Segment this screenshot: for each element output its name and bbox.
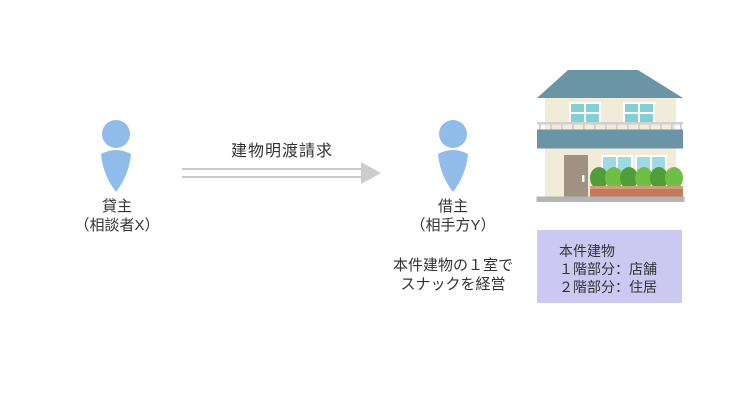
house-icon: [536, 70, 685, 202]
building-info-line3: ２階部分：住居: [559, 279, 657, 295]
tenant-note-line2: スナックを経営: [400, 276, 506, 293]
claim-arrow-head-icon: [361, 162, 381, 184]
house-door: [564, 155, 588, 197]
tenant-person-icon: [438, 120, 468, 192]
planter-box: [590, 186, 683, 198]
landlord-label: 貸主 （相談者X）: [37, 197, 197, 235]
balcony-railing: [537, 122, 683, 130]
house-base: [536, 196, 685, 202]
tenant-label: 借主 （相手方Y）: [373, 197, 533, 235]
house-roof: [537, 70, 683, 98]
landlord-role: （相談者X）: [74, 217, 160, 234]
tenant-note: 本件建物の１室で スナックを経営: [363, 256, 543, 294]
building-info-line2: １階部分：店舗: [559, 261, 657, 277]
person-head: [102, 120, 130, 148]
landlord-person-icon: [101, 120, 131, 192]
building-info-box: 本件建物 １階部分：店舗 ２階部分：住居: [537, 230, 682, 303]
claim-arrow-label: 建物明渡請求: [230, 143, 333, 160]
person-head: [439, 120, 467, 148]
person-body: [101, 150, 131, 192]
tenant-name: 借主: [437, 198, 468, 215]
person-body: [438, 150, 468, 192]
building-info-line1: 本件建物: [559, 243, 615, 259]
tenant-role: （相手方Y）: [410, 217, 496, 234]
second-floor-window-left: [569, 102, 601, 124]
balcony-panel: [537, 129, 683, 149]
second-floor-window-right: [623, 102, 655, 124]
bushes: [590, 167, 683, 189]
tenant-note-line1: 本件建物の１室で: [392, 257, 513, 274]
landlord-name: 貸主: [101, 198, 132, 215]
claim-arrow-shaft: [182, 168, 361, 178]
